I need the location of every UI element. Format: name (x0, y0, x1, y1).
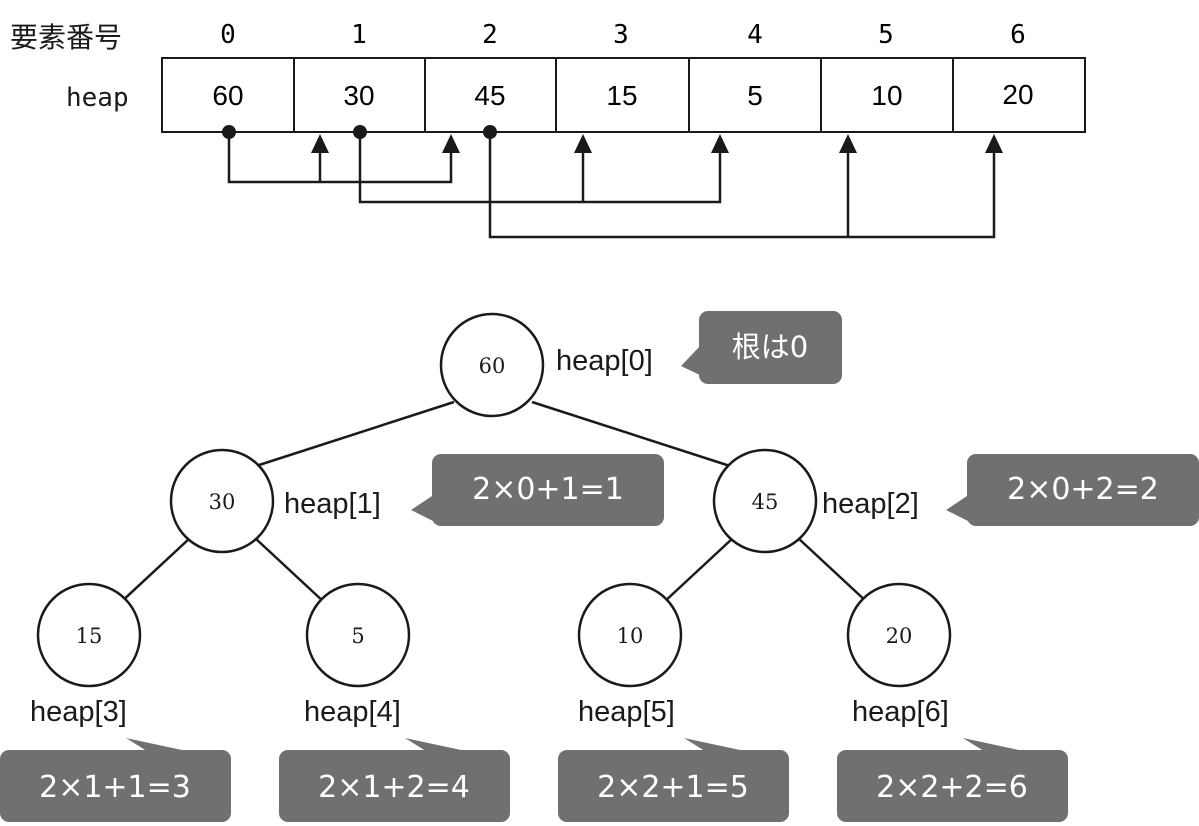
parent-dot (222, 125, 236, 139)
callout-box (967, 454, 1199, 526)
callout-pointer (411, 494, 435, 522)
tree-node-value: 30 (209, 490, 236, 514)
tree-node-values: 60 30 45 15 5 10 20 (76, 354, 913, 648)
callout-node-5: 2×2+1=5 (558, 738, 789, 822)
arrowhead (985, 134, 1003, 153)
callout-text: 2×2+1=5 (597, 770, 749, 805)
tree-node-label: heap[5] (578, 696, 675, 728)
tree-node-circle (846, 582, 952, 688)
callout-box (279, 750, 510, 822)
callout-node-6: 2×2+2=6 (837, 738, 1068, 822)
tree-node-circle (36, 582, 142, 688)
arrowhead (442, 134, 460, 153)
tree-node-label: heap[3] (30, 696, 127, 728)
connector-0-to-2 (227, 132, 453, 184)
callout-pointer (126, 738, 196, 753)
tree-nodes (36, 312, 952, 688)
callout-text: 2×0+1=1 (472, 472, 624, 507)
array-index: 6 (1010, 20, 1026, 50)
callout-text: 根は0 (732, 330, 808, 364)
callout-box (699, 311, 842, 384)
tree-node-label: heap[2] (822, 488, 919, 520)
tree-node-value: 15 (76, 624, 103, 648)
callout-pointer (684, 738, 754, 753)
arrowhead (711, 134, 729, 153)
tree-node-labels: heap[0] heap[1] heap[2] heap[3] heap[4] … (30, 345, 949, 728)
tree-node-label: heap[0] (556, 345, 653, 377)
callout-root: 根は0 (681, 311, 842, 384)
array-index: 5 (878, 20, 894, 50)
array-connector-dots (222, 125, 497, 139)
callout-box (558, 750, 789, 822)
parent-dot (353, 125, 367, 139)
callout-pointer (405, 738, 475, 753)
array-value: 5 (747, 80, 763, 111)
array-value: 10 (871, 80, 902, 111)
array-child-connectors (227, 132, 996, 239)
tree-node-circle (169, 448, 275, 554)
array-cells (161, 57, 1086, 133)
tree-edge-2-6 (797, 537, 869, 604)
callout-text: 2×1+1=3 (39, 770, 191, 805)
tree-node-value: 10 (617, 624, 644, 648)
arrowhead (839, 134, 857, 153)
arrowhead (311, 134, 329, 153)
tree-node-label: heap[6] (852, 696, 949, 728)
array-connector-arrows (311, 134, 1003, 153)
tree-edge-1-3 (119, 537, 191, 604)
callout-box (432, 454, 664, 526)
array-value: 15 (606, 80, 637, 111)
array-value: 60 (212, 80, 243, 111)
callout-pointer (946, 494, 970, 522)
array-index: 2 (482, 20, 498, 50)
callout-pointer (963, 738, 1033, 753)
callout-text: 2×0+2=2 (1007, 472, 1159, 507)
callout-node-1: 2×0+1=1 (411, 454, 664, 526)
tree-node-circle (577, 582, 683, 688)
tree-node-value: 45 (752, 490, 779, 514)
tree-node-value: 60 (479, 354, 506, 378)
connector-2-to-6 (488, 132, 996, 239)
array-index: 0 (220, 20, 236, 50)
callout-text: 2×2+2=6 (876, 770, 1028, 805)
tree-node-value: 20 (886, 624, 913, 648)
callout-node-3: 2×1+1=3 (0, 738, 231, 822)
arrowhead (574, 134, 592, 153)
tree-node-circle (439, 312, 545, 418)
connector-1-to-4 (358, 132, 722, 204)
array-value: 20 (1002, 79, 1033, 110)
callout-node-2: 2×0+2=2 (946, 454, 1199, 526)
tree-node-label: heap[1] (284, 488, 381, 520)
array-index: 3 (613, 20, 629, 50)
callout-pointer (681, 344, 702, 376)
array-values: 60 30 45 15 5 10 20 (212, 79, 1033, 111)
array-index: 1 (351, 20, 367, 50)
parent-dot (483, 125, 497, 139)
array-index-labels: 0 1 2 3 4 5 6 (220, 20, 1026, 50)
tree-edge-0-1 (255, 400, 455, 468)
array-value: 45 (474, 80, 505, 111)
callout-box (0, 750, 231, 822)
tree-node-label: heap[4] (304, 696, 401, 728)
tree-edge-0-2 (531, 400, 731, 468)
callout-box (837, 750, 1068, 822)
tree-edges (119, 400, 869, 604)
callout-text: 2×1+2=4 (318, 770, 470, 805)
array-index: 4 (747, 20, 763, 50)
tree-edge-2-5 (662, 537, 734, 604)
array-value: 30 (343, 80, 374, 111)
callout-node-4: 2×1+2=4 (279, 738, 510, 822)
tree-edge-1-4 (254, 537, 326, 604)
tree-node-circle (305, 582, 411, 688)
index-row-label: 要素番号 (10, 22, 122, 53)
array-outline (161, 57, 1086, 133)
heap-row-label: heap (66, 83, 129, 113)
tree-node-value: 5 (351, 624, 364, 648)
tree-node-circle (712, 448, 818, 554)
callouts: 根は0 2×0+1=1 2×0+2=2 2×1+1=3 2×1+2=4 2×2+… (0, 311, 1199, 822)
